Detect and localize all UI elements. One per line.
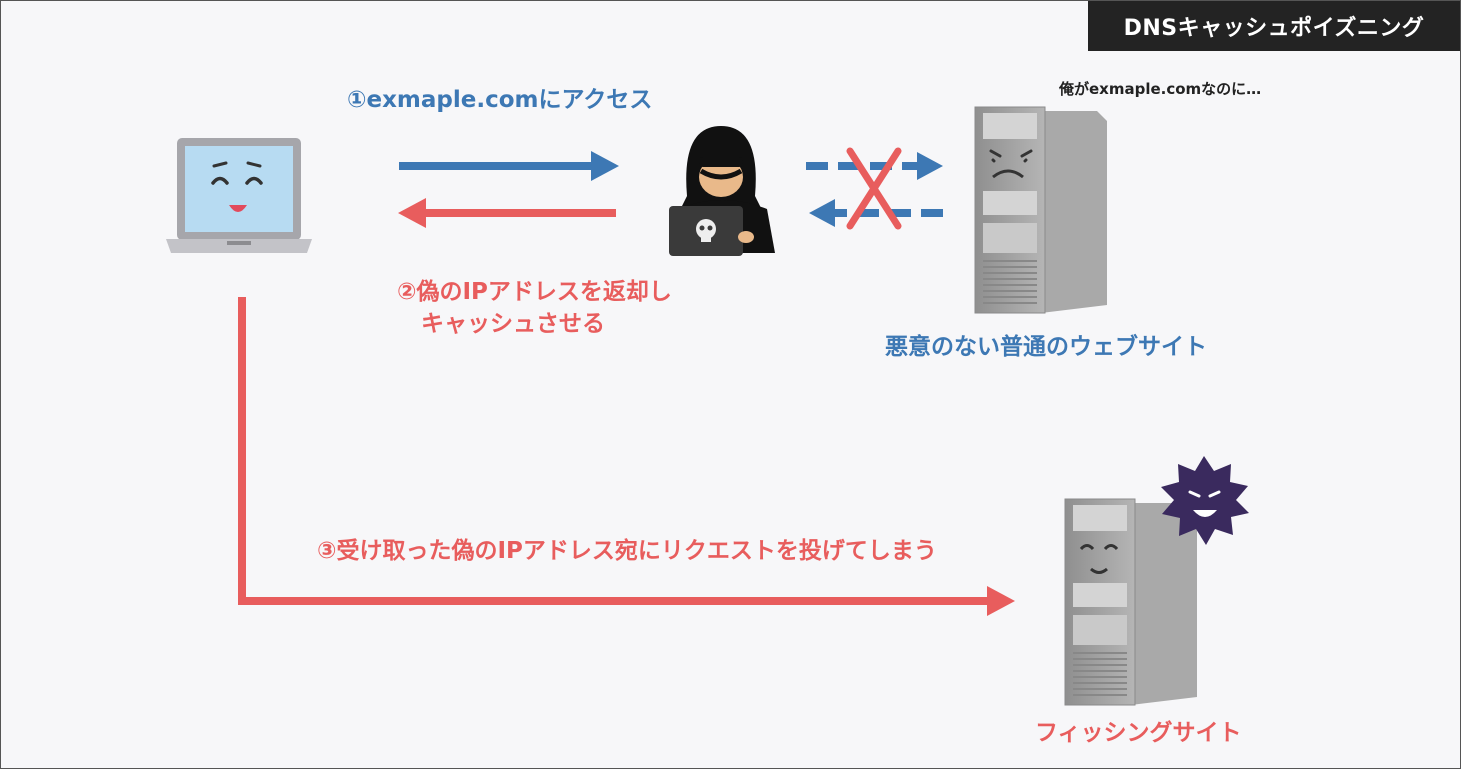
arrow-fake-response (398, 198, 616, 228)
virus-icon (1161, 456, 1249, 545)
arrow-request-to-attacker (399, 151, 619, 181)
server-vent-lines (983, 260, 1037, 304)
step2-label-line2: キャッシュさせる (421, 311, 605, 337)
server-vent-lines (1073, 652, 1127, 696)
step2-label-line1: ②偽のIPアドレスを返却し (397, 279, 672, 305)
laptop-icon (166, 138, 312, 253)
angry-server-icon (974, 106, 1107, 314)
phishing-site-label: フィッシングサイト (1035, 720, 1242, 746)
blocked-connection-arrows (806, 152, 943, 227)
hacker-icon (669, 126, 775, 256)
step3-label: ③受け取った偽のIPアドレス宛にリクエストを投げてしまう (317, 538, 937, 564)
server-thought-text: 俺がexmaple.comなのに… (1059, 80, 1262, 98)
diagram-title: DNSキャッシュポイズニング (1088, 1, 1460, 51)
cross-mark-icon (846, 147, 902, 230)
step1-label: ①exmaple.comにアクセス (347, 87, 653, 113)
happy-server-icon (1064, 498, 1197, 706)
legit-site-label: 悪意のない普通のウェブサイト (885, 334, 1207, 360)
arrow-request-to-phishing (238, 297, 1015, 616)
